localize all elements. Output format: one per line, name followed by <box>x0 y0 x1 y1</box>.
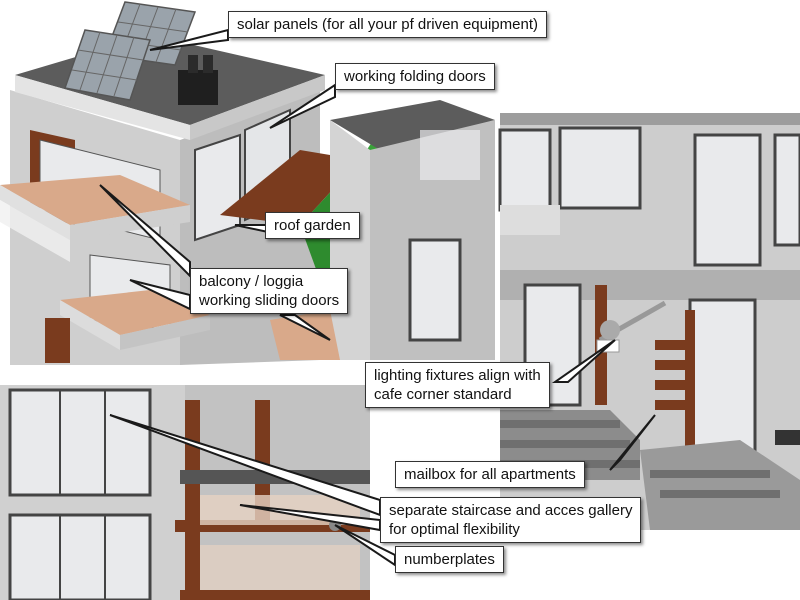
callout-solar-panels: solar panels (for all your pf driven equ… <box>228 11 547 38</box>
callout-line: balcony / loggia <box>199 273 304 290</box>
callout-balcony: balcony / loggia working sliding doors <box>190 268 349 314</box>
callout-lighting-fixtures: lighting fixtures align with cafe corner… <box>365 362 550 408</box>
callout-roof-garden: roof garden <box>265 212 360 239</box>
callout-line: cafe corner standard <box>374 386 512 403</box>
top-right-render <box>498 113 800 530</box>
solar-panels <box>64 1 197 101</box>
leader-lines <box>99 28 656 567</box>
callout-line: lighting fixtures align with <box>374 367 541 384</box>
callout-line: for optimal flexibility <box>389 521 520 538</box>
callout-staircase: separate staircase and acces gallery for… <box>380 497 642 543</box>
callout-line: separate staircase and acces gallery <box>389 502 633 519</box>
callout-folding-doors: working folding doors <box>335 63 495 90</box>
callout-line: solar panels (for all your pf driven equ… <box>237 16 538 33</box>
callout-line: working sliding doors <box>199 292 340 309</box>
callout-line: working folding doors <box>344 68 486 85</box>
callout-numberplates: numberplates <box>395 546 504 573</box>
callout-line: numberplates <box>404 551 495 568</box>
callout-mailbox: mailbox for all apartments <box>395 461 585 488</box>
callout-line: roof garden <box>274 217 351 234</box>
callout-line: mailbox for all apartments <box>404 466 576 483</box>
bottom-left-render <box>0 385 370 600</box>
